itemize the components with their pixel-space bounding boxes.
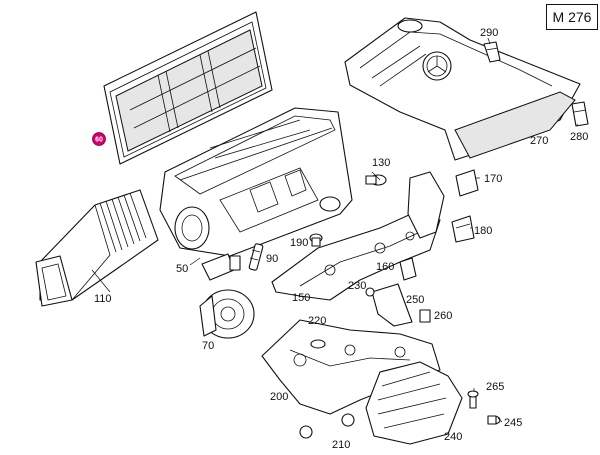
label-265: 265 [486, 381, 504, 393]
clip-280[interactable] [571, 101, 589, 127]
label-90: 90 [266, 253, 278, 265]
screw-245[interactable] [487, 415, 501, 425]
air-filter-element[interactable] [103, 11, 273, 165]
label-110: 110 [94, 293, 112, 305]
connector-160[interactable] [399, 257, 417, 281]
label-245: 245 [504, 417, 522, 429]
label-230: 230 [348, 280, 366, 292]
label-150: 150 [292, 292, 310, 304]
sensor-connector[interactable] [248, 243, 264, 271]
screw-130[interactable] [365, 174, 387, 186]
label-250: 250 [406, 294, 424, 306]
part-marker-60[interactable]: 60 [92, 132, 106, 146]
label-50: 50 [176, 263, 188, 275]
model-code-box: M 276 [546, 4, 598, 30]
holder-180[interactable] [451, 215, 475, 243]
label-290: 290 [480, 27, 498, 39]
clip-290[interactable] [483, 41, 501, 63]
part-marker-text: 60 [95, 137, 103, 144]
callout-labels: 50 70 90 110 130 150 160 170 180 190 200… [94, 27, 588, 451]
label-240: 240 [444, 431, 462, 443]
heat-shield[interactable] [365, 361, 463, 445]
label-70: 70 [202, 340, 214, 352]
intake-sensor[interactable] [201, 253, 241, 281]
intake-duct[interactable] [35, 189, 159, 307]
grommet-220[interactable] [310, 339, 326, 349]
label-130: 130 [372, 157, 390, 169]
clip-260[interactable] [419, 309, 431, 323]
engine-cover[interactable] [344, 17, 581, 161]
screw-190[interactable] [309, 233, 323, 247]
leader-lines [91, 37, 579, 423]
bracket-250[interactable] [365, 283, 413, 327]
bracket-150[interactable] [271, 209, 441, 301]
label-270: 270 [530, 135, 548, 147]
label-260: 260 [434, 310, 452, 322]
label-210: 210 [332, 439, 350, 451]
bracket-170[interactable] [407, 169, 479, 239]
label-180: 180 [474, 225, 492, 237]
air-mass-sensor[interactable] [199, 289, 255, 339]
label-160: 160 [376, 261, 394, 273]
label-220: 220 [308, 315, 326, 327]
label-190: 190 [290, 237, 308, 249]
bolt-265[interactable] [467, 390, 479, 409]
label-170: 170 [484, 173, 502, 185]
label-280: 280 [570, 131, 588, 143]
label-200: 200 [270, 391, 288, 403]
air-filter-housing[interactable] [159, 107, 353, 257]
